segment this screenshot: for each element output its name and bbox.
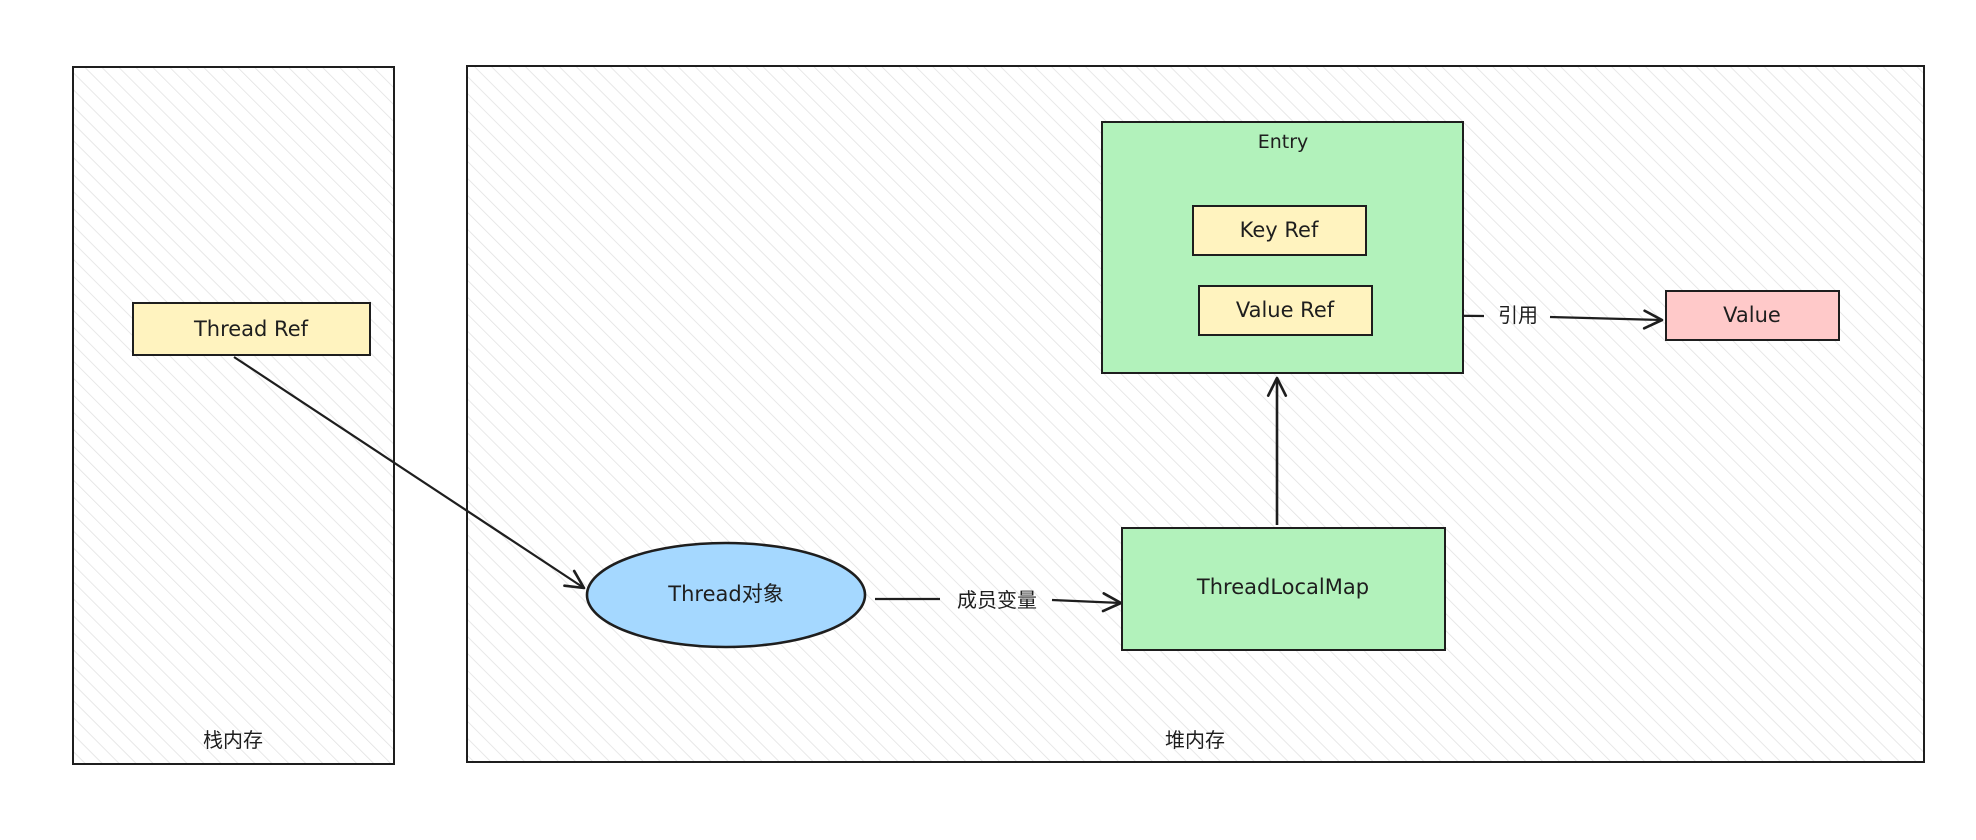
- key-ref-node: Key Ref: [1192, 205, 1367, 256]
- arrow-thread-to-map-right: [1051, 592, 1123, 613]
- thread-ref-box: [132, 302, 371, 356]
- value-node: Value: [1665, 290, 1840, 341]
- thread-ref-label: Thread Ref: [193, 317, 309, 341]
- value-ref-node: Value Ref: [1198, 285, 1373, 336]
- value-box: [1665, 290, 1840, 341]
- heap-memory-label: 堆内存: [1165, 728, 1225, 752]
- thread-ref-node: Thread Ref: [132, 302, 371, 356]
- key-ref-label: Key Ref: [1240, 218, 1319, 242]
- stack-memory-label: 栈内存: [203, 728, 263, 752]
- value-label: Value: [1723, 303, 1781, 327]
- edge-label-member-variable: 成员变量: [957, 588, 1037, 612]
- arrow-threadref-to-thread: [233, 356, 586, 590]
- thread-object-ellipse: [585, 541, 867, 649]
- entry-label: Entry: [1258, 131, 1309, 153]
- thread-local-map-box: [1121, 527, 1446, 651]
- value-ref-label: Value Ref: [1236, 298, 1335, 322]
- edge-label-reference: 引用: [1498, 303, 1538, 327]
- edge-member-variable: 成员变量: [875, 588, 1123, 613]
- thread-object-node: Thread对象: [585, 541, 867, 649]
- thread-local-map-label: ThreadLocalMap: [1196, 575, 1369, 599]
- stack-memory-region: 栈内存: [72, 66, 395, 765]
- key-ref-box: [1192, 205, 1367, 256]
- value-ref-box: [1198, 285, 1373, 336]
- thread-object-label: Thread对象: [667, 582, 783, 606]
- arrow-valueref-to-value-right: [1549, 309, 1664, 330]
- thread-local-map-node: ThreadLocalMap: [1121, 527, 1446, 651]
- entry-node: Entry Key Ref Value Ref: [1101, 121, 1464, 374]
